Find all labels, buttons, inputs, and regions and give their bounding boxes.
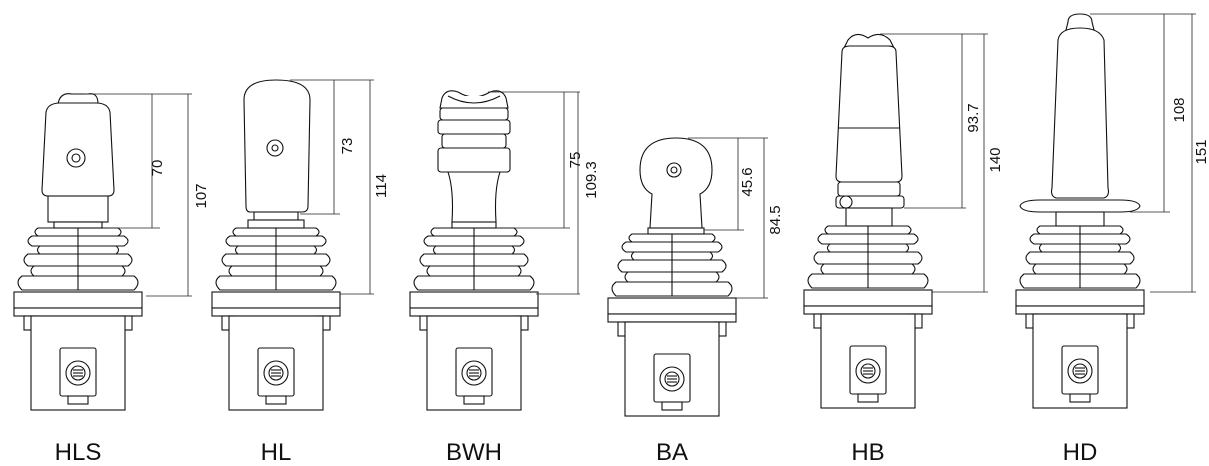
dim-HD-2: 151 bbox=[1193, 139, 1209, 164]
dim-BWH-2: 109.3 bbox=[583, 161, 600, 199]
label-HL: HL bbox=[261, 439, 292, 466]
dim-HLS-2: 107 bbox=[193, 183, 210, 208]
joystick-HB: 93.7 140 HB bbox=[803, 33, 1004, 466]
label-HD: HD bbox=[1063, 439, 1098, 466]
dim-BA-2: 84.5 bbox=[767, 205, 784, 234]
label-BA: BA bbox=[656, 439, 688, 466]
dim-HLS-1: 70 bbox=[149, 160, 166, 177]
dim-HL-2: 114 bbox=[373, 174, 390, 198]
dim-HL-1: 73 bbox=[339, 138, 356, 155]
joystick-HD: 108 151 HD bbox=[1015, 13, 1209, 466]
joystick-HLS: 70 107 HLS bbox=[13, 93, 210, 466]
joystick-BWH: 75 109.3 BWH bbox=[409, 90, 600, 466]
joystick-BA: 45.6 84.5 BA bbox=[607, 137, 784, 466]
dim-BA-1: 45.6 bbox=[739, 167, 756, 196]
dim-BWH-1: 75 bbox=[567, 152, 584, 169]
label-HB: HB bbox=[851, 439, 884, 466]
dim-HB-2: 140 bbox=[987, 147, 1004, 172]
label-BWH: BWH bbox=[446, 439, 502, 466]
dim-HD-1: 108 bbox=[1171, 97, 1188, 122]
joystick-HL: 73 114 HL bbox=[211, 79, 390, 466]
dim-HB-1: 93.7 bbox=[965, 103, 982, 132]
label-HLS: HLS bbox=[55, 439, 102, 466]
